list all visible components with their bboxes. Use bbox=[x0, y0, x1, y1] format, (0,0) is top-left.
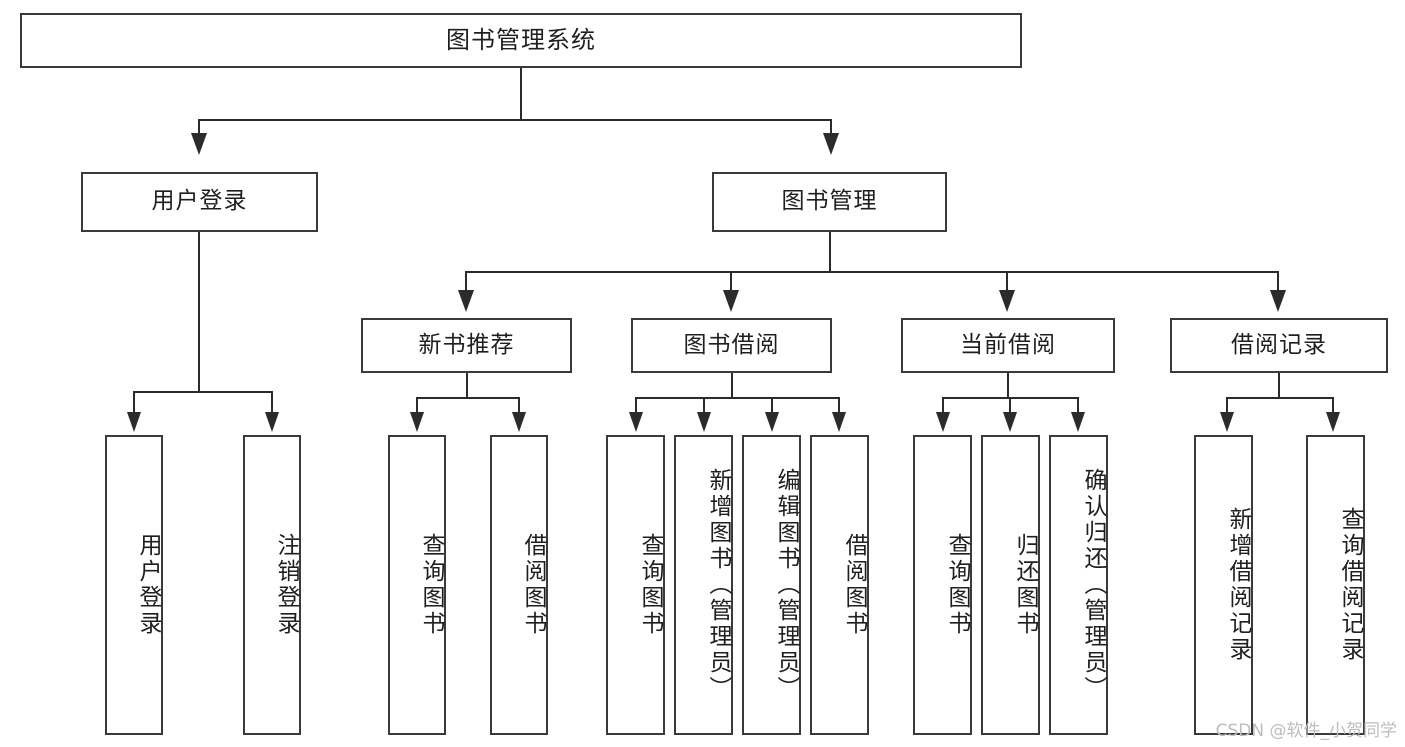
connector-level2-drop-1 bbox=[198, 119, 200, 135]
node-label: 用户登录 bbox=[151, 188, 248, 215]
node-borrow-record[interactable]: 借阅记录 bbox=[1170, 318, 1388, 373]
connector-book-borrow-drop-3 bbox=[771, 397, 773, 413]
arrow-to-leaf-return-book bbox=[1003, 412, 1017, 432]
arrow-to-leaf-query-book-3 bbox=[936, 412, 950, 432]
node-label: 图书管理系统 bbox=[446, 26, 596, 55]
arrow-to-leaf-query-record bbox=[1326, 412, 1340, 432]
node-current-borrow[interactable]: 当前借阅 bbox=[901, 318, 1115, 373]
connector-book-borrow-bus bbox=[635, 397, 839, 399]
leaf-confirm-return-admin[interactable]: 确认归还（管理员） bbox=[1049, 435, 1108, 735]
node-label: 注销登录 bbox=[273, 533, 299, 637]
connector-book-borrow-drop-2 bbox=[703, 397, 705, 413]
connector-borrow-record-drop-2 bbox=[1332, 397, 1334, 413]
arrow-to-leaf-user-login bbox=[127, 412, 141, 432]
connector-user-login-stem bbox=[198, 232, 200, 392]
arrow-to-current-borrow bbox=[999, 290, 1015, 312]
node-label: 借阅图书 bbox=[520, 533, 546, 637]
connector-level2-drop-2 bbox=[830, 119, 832, 135]
connector-current-borrow-drop-2 bbox=[1009, 397, 1011, 413]
connector-new-book-drop-2 bbox=[518, 397, 520, 413]
connector-user-login-drop-1 bbox=[133, 391, 135, 413]
connector-current-borrow-drop-1 bbox=[942, 397, 944, 413]
leaf-return-book[interactable]: 归还图书 bbox=[981, 435, 1040, 735]
leaf-query-book-borrow[interactable]: 查询图书 bbox=[606, 435, 665, 735]
node-label: 借阅图书 bbox=[841, 533, 867, 637]
arrow-to-borrow-record bbox=[1270, 290, 1286, 312]
node-label: 归还图书 bbox=[1012, 533, 1038, 637]
leaf-borrow-book-recommend[interactable]: 借阅图书 bbox=[490, 435, 548, 735]
node-book-management[interactable]: 图书管理 bbox=[712, 172, 947, 232]
connector-level3-drop-1 bbox=[465, 271, 467, 291]
node-label: 借阅记录 bbox=[1231, 331, 1327, 358]
arrow-to-leaf-borrow-book-2 bbox=[832, 412, 846, 432]
connector-level3-bus bbox=[465, 271, 1278, 273]
connector-user-login-bus bbox=[133, 391, 273, 393]
node-label: 查询图书 bbox=[637, 533, 663, 637]
connector-book-borrow-drop-4 bbox=[838, 397, 840, 413]
connector-level2-bus bbox=[198, 119, 832, 121]
connector-borrow-record-stem bbox=[1278, 373, 1280, 398]
node-label: 图书借阅 bbox=[683, 331, 780, 358]
leaf-query-book-current[interactable]: 查询图书 bbox=[913, 435, 972, 735]
leaf-add-book-admin[interactable]: 新增图书（管理员） bbox=[674, 435, 733, 735]
arrow-to-book-borrow bbox=[723, 290, 739, 312]
node-label: 用户登录 bbox=[135, 533, 161, 637]
arrow-to-new-book-recommend bbox=[458, 290, 474, 312]
connector-borrow-record-bus bbox=[1226, 397, 1334, 399]
node-label: 当前借阅 bbox=[960, 331, 1056, 358]
leaf-add-borrow-record[interactable]: 新增借阅记录 bbox=[1194, 435, 1253, 735]
node-label: 查询借阅记录 bbox=[1337, 507, 1363, 663]
arrow-to-user-login bbox=[191, 133, 207, 155]
connector-current-borrow-stem bbox=[1007, 373, 1009, 398]
node-label: 新增图书（管理员） bbox=[705, 468, 731, 702]
connector-user-login-drop-2 bbox=[271, 391, 273, 413]
connector-current-borrow-drop-3 bbox=[1077, 397, 1079, 413]
leaf-borrow-book[interactable]: 借阅图书 bbox=[810, 435, 869, 735]
node-label: 新书推荐 bbox=[418, 331, 515, 358]
arrow-to-leaf-logout bbox=[265, 412, 279, 432]
node-root-book-management-system[interactable]: 图书管理系统 bbox=[20, 13, 1022, 68]
node-label: 查询图书 bbox=[944, 533, 970, 637]
arrow-to-leaf-query-book-2 bbox=[629, 412, 643, 432]
node-label: 编辑图书（管理员） bbox=[773, 468, 799, 702]
node-user-login[interactable]: 用户登录 bbox=[81, 172, 318, 232]
connector-new-book-stem bbox=[466, 373, 468, 398]
connector-level3-drop-4 bbox=[1277, 271, 1279, 291]
connector-book-borrow-drop-1 bbox=[635, 397, 637, 413]
connector-level3-drop-3 bbox=[1006, 271, 1008, 291]
connector-level3-drop-2 bbox=[730, 271, 732, 291]
arrow-to-leaf-edit-book bbox=[765, 412, 779, 432]
arrow-to-leaf-query-book-1 bbox=[410, 412, 424, 432]
node-label: 图书管理 bbox=[781, 188, 878, 215]
leaf-logout[interactable]: 注销登录 bbox=[243, 435, 301, 735]
arrow-to-leaf-borrow-book-1 bbox=[512, 412, 526, 432]
arrow-to-book-management bbox=[823, 133, 839, 155]
node-label: 查询图书 bbox=[418, 533, 444, 637]
leaf-query-book-recommend[interactable]: 查询图书 bbox=[388, 435, 446, 735]
arrow-to-leaf-add-record bbox=[1220, 412, 1234, 432]
connector-new-book-drop-1 bbox=[416, 397, 418, 413]
leaf-edit-book-admin[interactable]: 编辑图书（管理员） bbox=[742, 435, 801, 735]
connector-borrow-record-drop-1 bbox=[1226, 397, 1228, 413]
connector-root-stem bbox=[520, 68, 522, 120]
connector-book-borrow-stem bbox=[731, 373, 733, 398]
connector-book-management-stem bbox=[829, 232, 831, 272]
arrow-to-leaf-confirm-return bbox=[1071, 412, 1085, 432]
connector-new-book-bus bbox=[416, 397, 520, 399]
node-label: 确认归还（管理员） bbox=[1080, 468, 1106, 702]
node-new-book-recommend[interactable]: 新书推荐 bbox=[361, 318, 572, 373]
leaf-query-borrow-record[interactable]: 查询借阅记录 bbox=[1306, 435, 1365, 735]
leaf-user-login[interactable]: 用户登录 bbox=[105, 435, 163, 735]
node-book-borrow[interactable]: 图书借阅 bbox=[631, 318, 832, 373]
arrow-to-leaf-add-book bbox=[697, 412, 711, 432]
node-label: 新增借阅记录 bbox=[1225, 507, 1251, 663]
